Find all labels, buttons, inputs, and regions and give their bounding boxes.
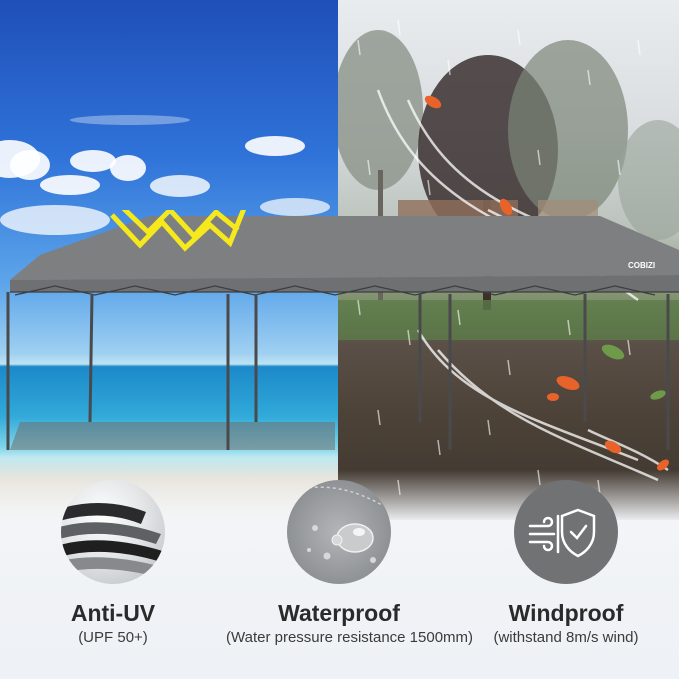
canopy-scene: COBIZI [0, 0, 679, 520]
feature-subtitle: (UPF 50+) [78, 629, 148, 646]
wind-shield-icon [514, 480, 618, 584]
feature-title: Windproof [508, 600, 624, 626]
feature-anti-uv: Anti-UV (UPF 50+) [0, 480, 226, 647]
feature-subtitle: (withstand 8m/s wind) [493, 629, 639, 646]
canopy-logo: COBIZI [628, 261, 655, 270]
feature-row: Anti-UV (UPF 50+) Waterproof (Water pres… [0, 470, 679, 679]
feature-waterproof: Waterproof (Water pressure resistance 15… [226, 480, 474, 647]
feature-title: Waterproof [278, 600, 400, 626]
water-droplet-icon [287, 480, 391, 584]
fabric-layers-icon [61, 480, 165, 584]
feature-title: Anti-UV [70, 600, 156, 626]
feature-windproof: Windproof (withstand 8m/s wind) [453, 480, 679, 647]
feature-subtitle: (Water pressure resistance 1500mm) [226, 629, 474, 646]
canopy-tent: COBIZI [6, 210, 679, 450]
